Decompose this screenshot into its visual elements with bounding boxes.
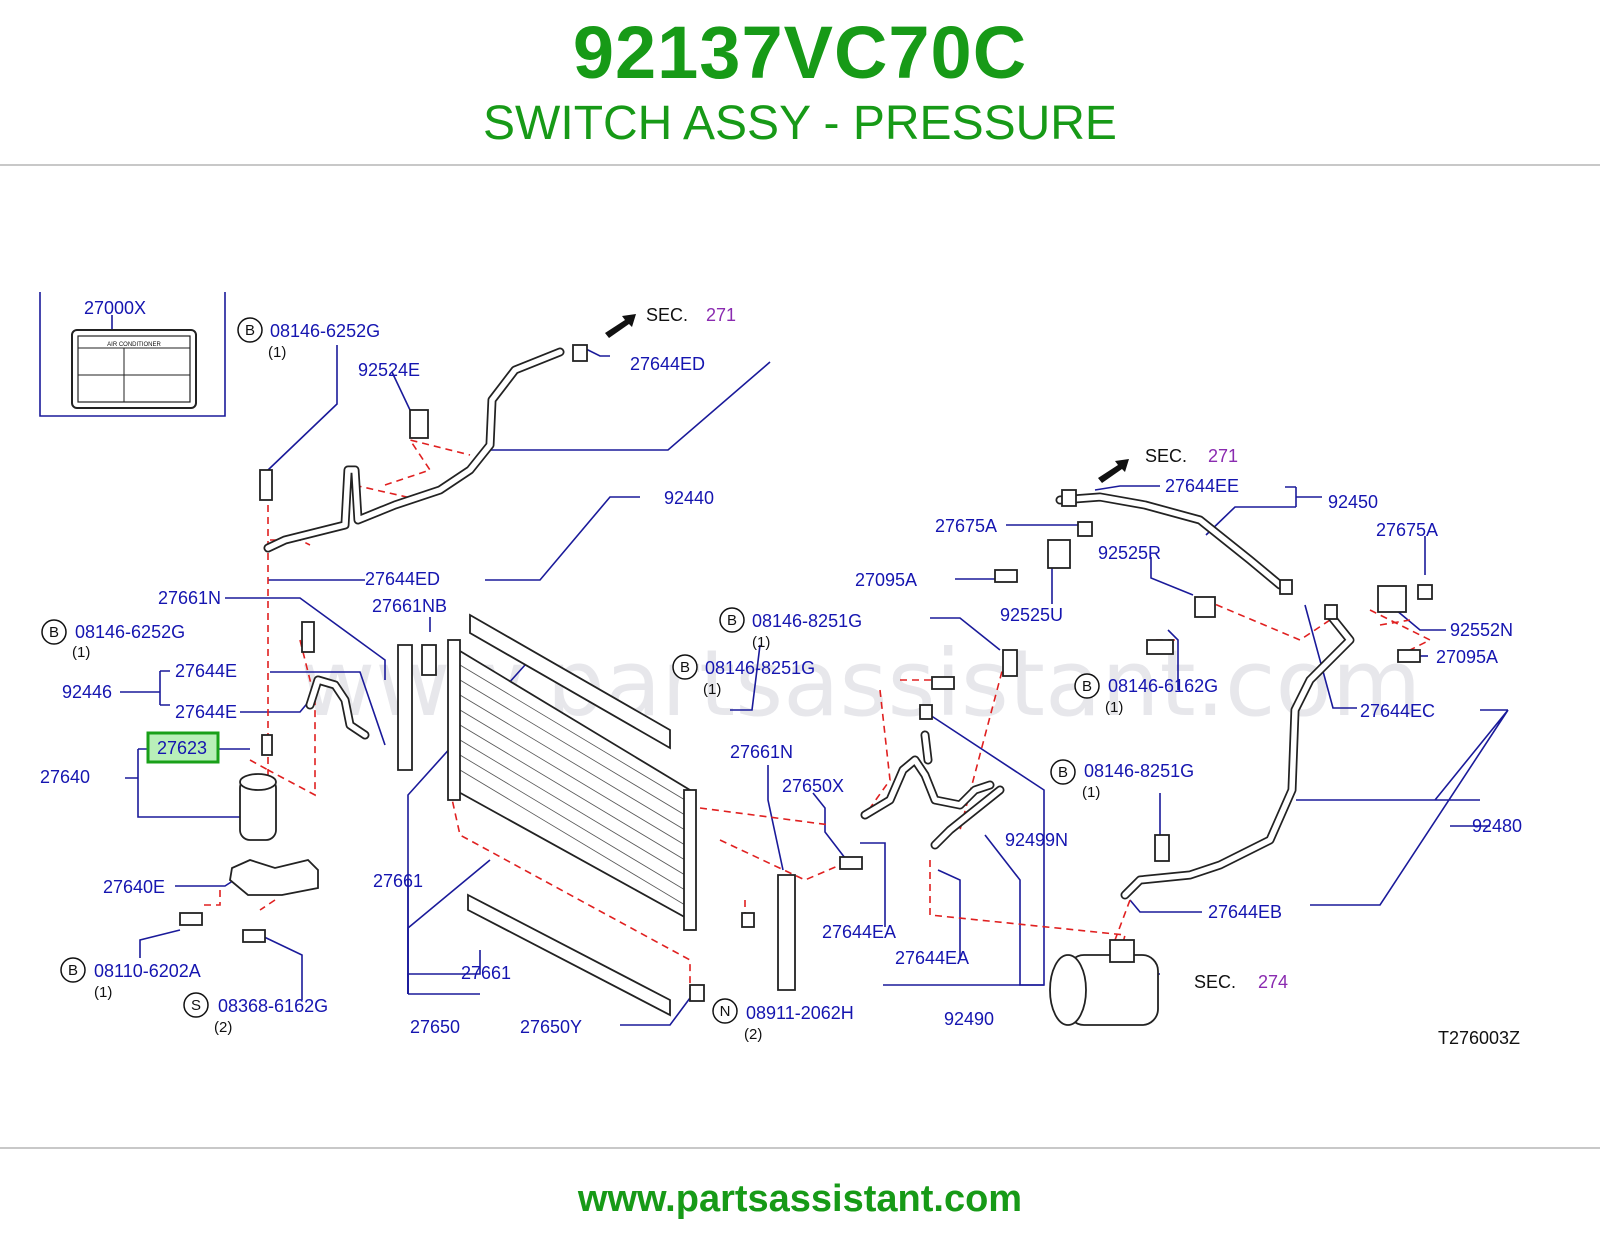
svg-text:(1): (1)	[703, 681, 721, 698]
connection-dashes	[200, 438, 1432, 990]
label-08911-2062H[interactable]: 08911-2062H	[746, 1003, 854, 1023]
label-08146-8251G-c[interactable]: 08146-8251G	[1084, 761, 1194, 781]
label-08146-8251G-b[interactable]: 08146-8251G	[705, 658, 815, 678]
label-27644EA-a[interactable]: 27644EA	[822, 922, 896, 942]
label-27623[interactable]: 27623	[157, 738, 207, 758]
svg-text:B: B	[68, 962, 78, 979]
pressure-switch-27623	[261, 734, 273, 756]
label-92524E[interactable]: 92524E	[358, 360, 420, 380]
label-27644ED-top[interactable]: 27644ED	[630, 354, 705, 374]
label-27661-low[interactable]: 27661	[461, 963, 511, 983]
label-27675A-b[interactable]: 27675A	[1376, 520, 1438, 540]
svg-text:(1): (1)	[94, 984, 112, 1001]
svg-text:SEC.: SEC.	[1145, 446, 1187, 466]
label-27644E-a[interactable]: 27644E	[175, 661, 237, 681]
label-08146-6252G-left[interactable]: 08146-6252G	[75, 622, 185, 642]
label-27650X[interactable]: 27650X	[782, 776, 844, 796]
label-92525R[interactable]: 92525R	[1098, 543, 1161, 563]
label-08146-6162G[interactable]: 08146-6162G	[1108, 676, 1218, 696]
label-27644EA-b[interactable]: 27644EA	[895, 948, 969, 968]
diagram-code: T276003Z	[1438, 1028, 1520, 1048]
label-27650Y[interactable]: 27650Y	[520, 1017, 582, 1037]
svg-text:S: S	[191, 997, 201, 1014]
svg-text:(1): (1)	[1105, 699, 1123, 716]
svg-text:B: B	[1058, 764, 1068, 781]
svg-text:B: B	[245, 322, 255, 339]
label-92450[interactable]: 92450	[1328, 492, 1378, 512]
section-274[interactable]: 274	[1258, 972, 1288, 992]
condenser-assembly	[397, 613, 796, 1017]
label-08110-6202A[interactable]: 08110-6202A	[94, 961, 201, 981]
svg-text:B: B	[1082, 678, 1092, 695]
label-08146-8251G-a[interactable]: 08146-8251G	[752, 611, 862, 631]
label-plate-text: AIR CONDITIONER	[107, 342, 161, 348]
page-header: 92137VC70C SWITCH ASSY - PRESSURE	[0, 0, 1600, 168]
label-27644ED-mid[interactable]: 27644ED	[365, 569, 440, 589]
label-92552N[interactable]: 92552N	[1450, 620, 1513, 640]
label-27644EE[interactable]: 27644EE	[1165, 476, 1239, 496]
part-labels: 27000X 08146-6252G (1) 92524E SEC. 271 2…	[40, 298, 1522, 1048]
svg-text:SEC.: SEC.	[646, 305, 688, 325]
label-08146-6252G-top[interactable]: 08146-6252G	[270, 321, 380, 341]
label-27675A-a[interactable]: 27675A	[935, 516, 997, 536]
svg-text:N: N	[720, 1003, 731, 1020]
svg-text:(1): (1)	[72, 644, 90, 661]
part-number-title: 92137VC70C	[572, 11, 1028, 94]
label-92440[interactable]: 92440	[664, 488, 714, 508]
section-271-a[interactable]: 271	[706, 305, 736, 325]
section-271-b[interactable]: 271	[1208, 446, 1238, 466]
label-27640E[interactable]: 27640E	[103, 877, 165, 897]
fastener-type-circles: B B B S B B N B B	[41, 317, 1100, 1024]
svg-text:B: B	[727, 612, 737, 629]
label-08368-6162G[interactable]: 08368-6162G	[218, 996, 328, 1016]
label-27095A-b[interactable]: 27095A	[1436, 647, 1498, 667]
highlight-box-27623[interactable]	[146, 731, 220, 764]
small-parts	[179, 314, 1433, 943]
svg-text:(2): (2)	[214, 1019, 232, 1036]
label-27644EC[interactable]: 27644EC	[1360, 701, 1435, 721]
header-divider	[0, 164, 1600, 166]
svg-text:B: B	[49, 624, 59, 641]
label-92499N[interactable]: 92499N	[1005, 830, 1068, 850]
label-27650[interactable]: 27650	[410, 1017, 460, 1037]
svg-text:(1): (1)	[268, 344, 286, 361]
svg-text:(2): (2)	[744, 1026, 762, 1043]
part-description: SWITCH ASSY - PRESSURE	[483, 97, 1117, 150]
refrigerant-pipes	[263, 347, 1355, 900]
compressor	[1049, 939, 1159, 1026]
label-27661-mid[interactable]: 27661	[373, 871, 423, 891]
footer-url[interactable]: www.partsassistant.com	[577, 1178, 1023, 1220]
label-92446[interactable]: 92446	[62, 682, 112, 702]
label-27661N-left[interactable]: 27661N	[158, 588, 221, 608]
label-27095A-a[interactable]: 27095A	[855, 570, 917, 590]
label-27000X[interactable]: 27000X	[84, 298, 146, 318]
footer-divider	[0, 1147, 1600, 1149]
label-27661NB[interactable]: 27661NB	[372, 596, 447, 616]
label-92490[interactable]: 92490	[944, 1009, 994, 1029]
label-27644E-b[interactable]: 27644E	[175, 702, 237, 722]
svg-text:SEC.: SEC.	[1194, 972, 1236, 992]
label-27661N-mid[interactable]: 27661N	[730, 742, 793, 762]
label-27640[interactable]: 27640	[40, 767, 90, 787]
label-27644EB[interactable]: 27644EB	[1208, 902, 1282, 922]
svg-text:(1): (1)	[752, 634, 770, 651]
svg-text:B: B	[680, 659, 690, 676]
label-92480[interactable]: 92480	[1472, 816, 1522, 836]
svg-text:(1): (1)	[1082, 784, 1100, 801]
label-92525U[interactable]: 92525U	[1000, 605, 1063, 625]
label-plate-group: AIR CONDITIONER	[39, 292, 226, 417]
